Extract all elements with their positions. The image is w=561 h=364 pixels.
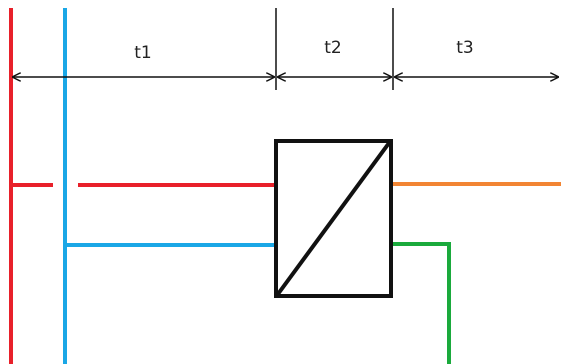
- t1-label: t1: [134, 43, 151, 63]
- green-output-line: [393, 242, 451, 364]
- t2-label: t2: [324, 38, 341, 58]
- converter-diagonal: [276, 141, 391, 296]
- t3-label: t3: [456, 38, 473, 58]
